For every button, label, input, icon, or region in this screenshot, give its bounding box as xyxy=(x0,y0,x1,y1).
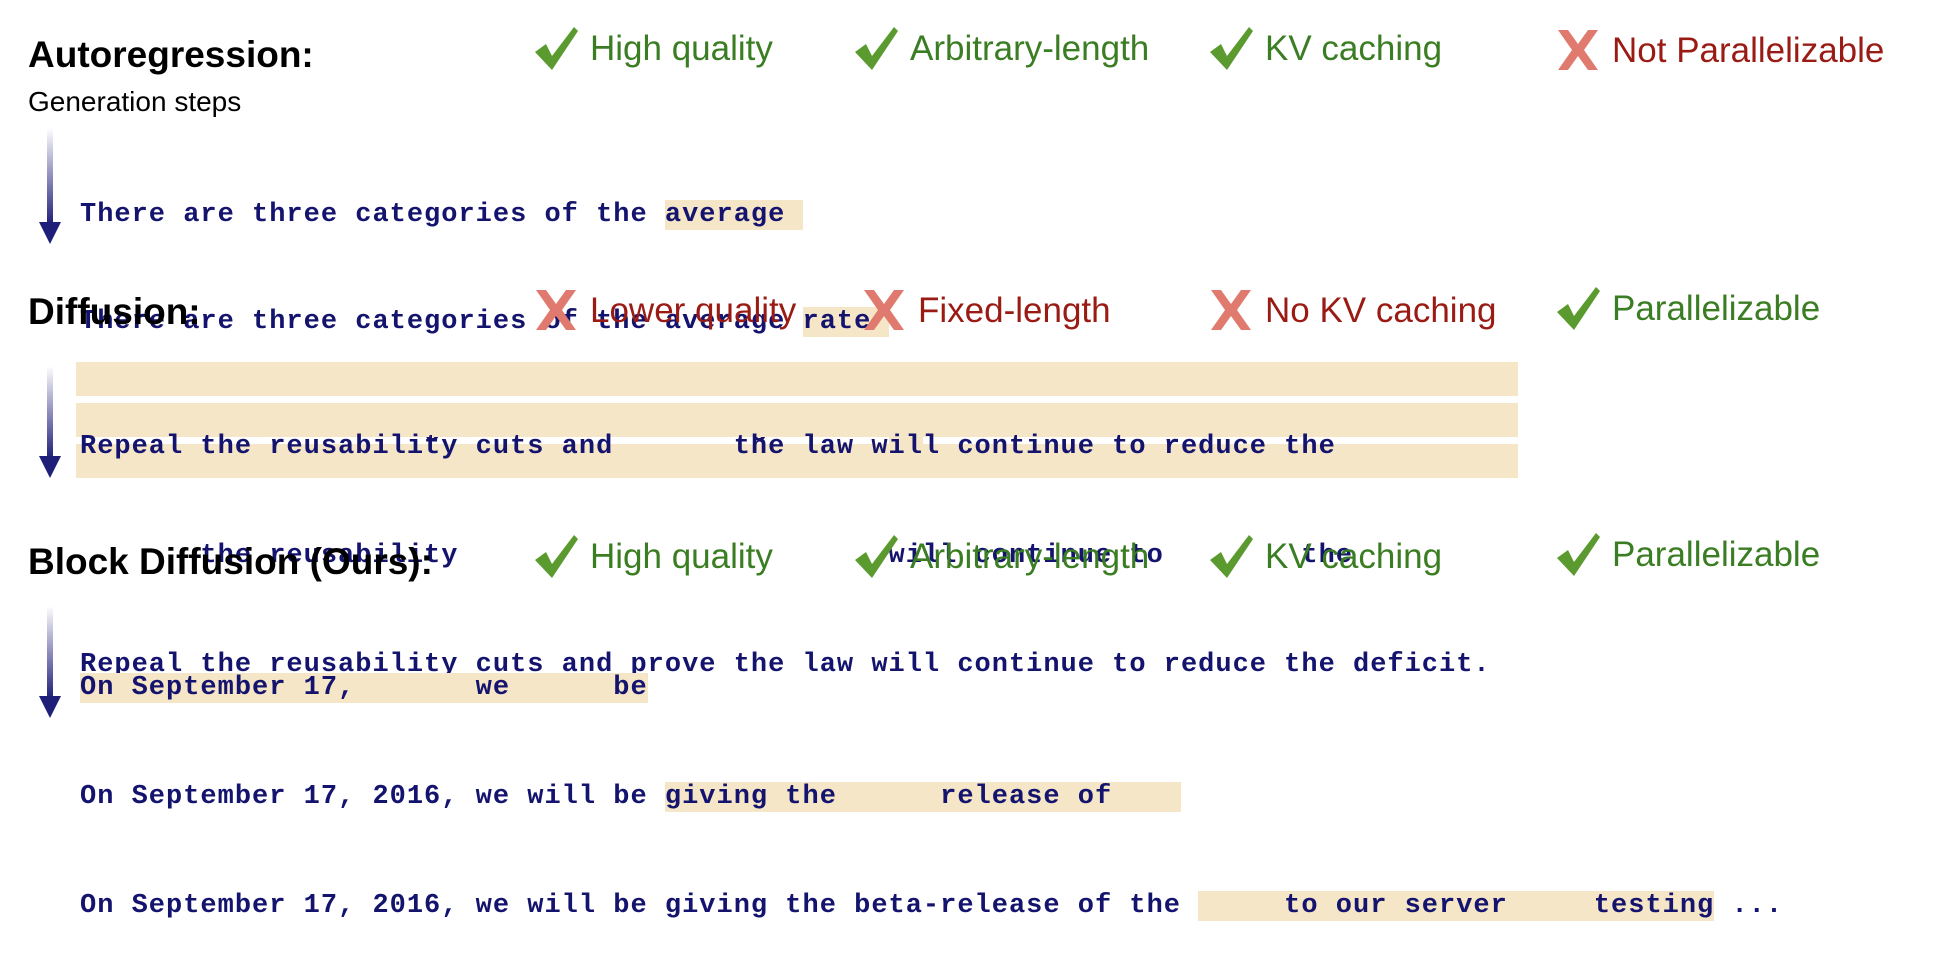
feature-label: High quality xyxy=(590,536,773,576)
sequence-line: On September 17, we be xyxy=(80,671,1783,705)
cross-icon xyxy=(536,290,576,330)
diffusion-title: Diffusion: xyxy=(28,291,201,332)
token-span: There are three categories of the xyxy=(80,200,665,230)
feature-label: Parallelizable xyxy=(1612,288,1821,328)
feature-arbitrary-length: Arbitrary-length xyxy=(850,530,1149,582)
check-icon xyxy=(1557,533,1600,576)
down-arrow-icon xyxy=(39,606,61,718)
down-arrow-icon xyxy=(39,128,61,244)
token-span-highlighted: average xyxy=(664,200,803,230)
feature-lower-quality: Lower quality xyxy=(530,284,796,336)
check-icon xyxy=(855,535,898,578)
token-span: ... xyxy=(1714,891,1784,921)
feature-parallelizable: Parallelizable xyxy=(1552,282,1820,334)
token-span-highlighted: On September 17, we be xyxy=(80,673,648,703)
feature-label: Arbitrary-length xyxy=(910,536,1150,576)
sequence-line: Repeal the reusability cuts and the law … xyxy=(80,430,1508,464)
cross-icon xyxy=(1558,30,1598,70)
token-span: the reusability will continue to the xyxy=(80,541,1508,571)
feature-fixed-length: Fixed-length xyxy=(858,284,1111,336)
feature-high-quality: High quality xyxy=(530,22,773,74)
block-diffusion-title: Block Diffusion (Ours): xyxy=(28,541,433,582)
block-diffusion-sequence: On September 17, we be On September 17, … xyxy=(80,603,1783,957)
check-icon xyxy=(535,27,578,70)
diffusion-highlight-bar xyxy=(76,444,1518,478)
check-icon xyxy=(535,535,578,578)
check-icon xyxy=(855,27,898,70)
sequence-line: On September 17, 2016, we will be giving… xyxy=(80,889,1783,923)
diffusion-sequence: Repeal the reusability cuts and the law … xyxy=(80,362,1508,716)
generation-steps-label: Generation steps xyxy=(28,86,242,117)
feature-not-parallelizable: Not Parallelizable xyxy=(1552,24,1884,76)
check-icon xyxy=(1210,27,1253,70)
token-span: Repeal the reusability cuts and the law … xyxy=(80,432,1508,462)
feature-label: High quality xyxy=(590,28,773,68)
sequence-line: There are three categories of the averag… xyxy=(80,198,975,232)
token-span-highlighted: to our server testing xyxy=(1198,891,1715,921)
feature-label: KV caching xyxy=(1265,536,1443,576)
sequence-line: On September 17, 2016, we will be giving… xyxy=(80,780,1783,814)
feature-no-kv-caching: No KV caching xyxy=(1205,284,1497,336)
feature-label: Parallelizable xyxy=(1612,534,1821,574)
token-span: On September 17, 2016, we will be giving… xyxy=(80,891,1199,921)
sequence-line: There are three categories of the averag… xyxy=(80,305,975,339)
feature-kv-caching: KV caching xyxy=(1205,530,1442,582)
feature-high-quality: High quality xyxy=(530,530,773,582)
check-icon xyxy=(1210,535,1253,578)
diffusion-highlight-bar xyxy=(76,362,1518,396)
check-icon xyxy=(1557,287,1600,330)
feature-kv-caching: KV caching xyxy=(1205,22,1442,74)
feature-label: Fixed-length xyxy=(918,290,1111,330)
feature-parallelizable: Parallelizable xyxy=(1552,528,1820,580)
down-arrow-icon xyxy=(39,366,61,478)
feature-label: Not Parallelizable xyxy=(1612,30,1885,70)
feature-arbitrary-length: Arbitrary-length xyxy=(850,22,1149,74)
feature-label: Lower quality xyxy=(590,290,797,330)
token-span: There are three categories of the averag… xyxy=(80,307,803,337)
diffusion-highlight-bar xyxy=(76,403,1518,437)
feature-label: No KV caching xyxy=(1265,290,1497,330)
cross-icon xyxy=(1211,290,1251,330)
token-span: On September 17, 2016, we will be xyxy=(80,782,665,812)
feature-label: Arbitrary-length xyxy=(910,28,1150,68)
token-span-highlighted: giving the release of xyxy=(664,782,1181,812)
cross-icon xyxy=(864,290,904,330)
sequence-line: the reusability will continue to the xyxy=(80,539,1508,573)
feature-label: KV caching xyxy=(1265,28,1443,68)
autoregression-title: Autoregression: xyxy=(28,34,314,75)
